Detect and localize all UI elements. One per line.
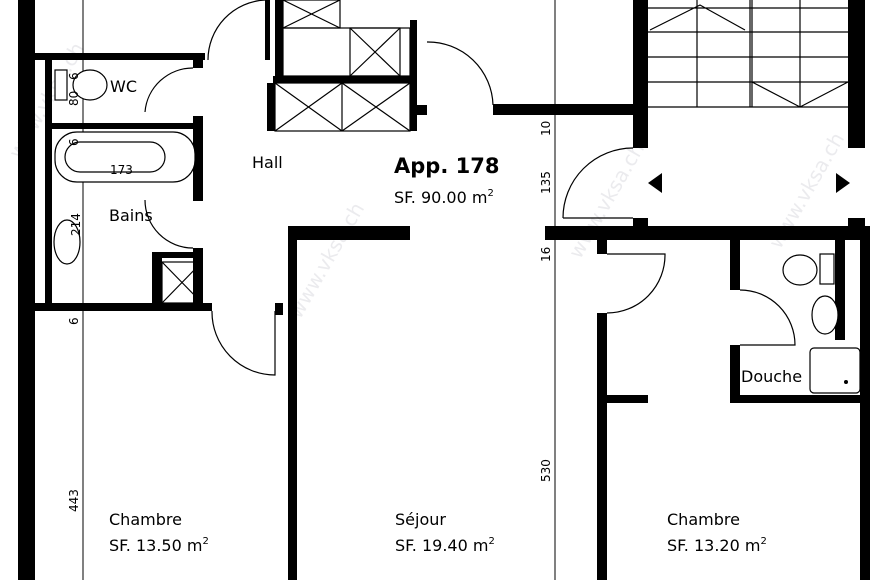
- fixtures: [53, 69, 861, 394]
- dim-label: 6: [67, 138, 81, 146]
- cabinets: [161, 0, 411, 304]
- doors: [144, 0, 796, 376]
- room-sejour: Séjour: [395, 510, 446, 529]
- wc-tank: [54, 69, 68, 101]
- dim-label: 135: [539, 171, 553, 194]
- arrow-left-icon: [648, 173, 662, 193]
- dim-label: 16: [539, 247, 553, 262]
- dim-label: 173: [110, 163, 133, 177]
- staircase: [648, 0, 850, 193]
- dimension-labels: 6 80 6 214 6 443 173 10 135 16 530: [67, 72, 553, 512]
- room-chambre-left: Chambre: [109, 510, 182, 529]
- shower-tray-icon: [809, 347, 861, 394]
- room-labels: WC Hall Bains Douche App. 178 SF. 90.00 …: [109, 77, 802, 555]
- dim-label: 443: [67, 489, 81, 512]
- dim-label: 80: [67, 91, 81, 106]
- dim-label: 6: [67, 72, 81, 80]
- room-chambre-right-surface: SF. 13.20 m2: [667, 536, 767, 555]
- sink-icon: [53, 219, 81, 265]
- toilet-icon: [72, 69, 108, 101]
- dim-label: 530: [539, 459, 553, 482]
- sink-icon: [811, 295, 839, 335]
- walls: [18, 0, 870, 580]
- apartment-title: App. 178: [394, 154, 499, 178]
- room-douche: Douche: [741, 367, 802, 386]
- dim-label: 10: [539, 121, 553, 136]
- apartment-surface: SF. 90.00 m2: [394, 188, 494, 207]
- toilet-icon: [782, 254, 818, 286]
- dim-label: 214: [69, 213, 83, 236]
- arrow-right-icon: [836, 173, 850, 193]
- room-chambre-right: Chambre: [667, 510, 740, 529]
- room-bains: Bains: [109, 206, 153, 225]
- room-sejour-surface: SF. 19.40 m2: [395, 536, 495, 555]
- room-hall: Hall: [252, 153, 283, 172]
- room-wc: WC: [110, 77, 137, 96]
- dim-label: 6: [67, 317, 81, 325]
- room-chambre-left-surface: SF. 13.50 m2: [109, 536, 209, 555]
